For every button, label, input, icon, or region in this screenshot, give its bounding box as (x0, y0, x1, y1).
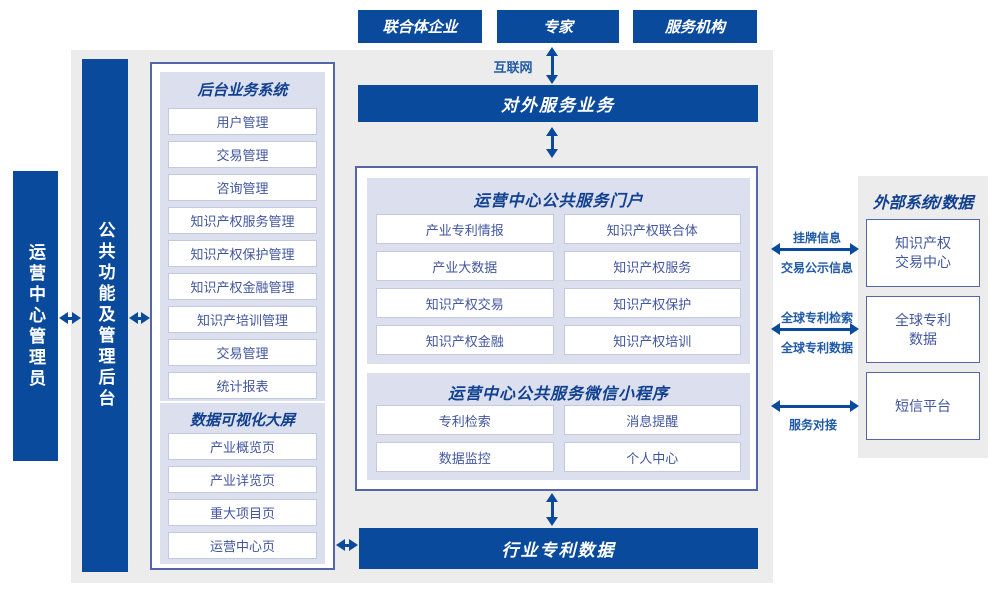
link-label-service-connect: 服务对接 (788, 418, 837, 432)
external-box-sms-platform: 短信平台 (866, 372, 980, 440)
link-label-listing-info: 挂牌信息 (792, 231, 841, 245)
double-arrow-icon (771, 323, 859, 335)
list-item: 知识产权服务 (563, 251, 741, 281)
double-arrow-icon (546, 127, 558, 158)
miniprogram-item-grid: 专利检索 消息提醒 数据监控 个人中心 (376, 405, 741, 472)
industry-patent-label: 行业专利数据 (501, 541, 616, 560)
list-item: 知识产权服务管理 (168, 207, 317, 234)
list-item: 专利检索 (376, 405, 554, 435)
list-item: 知识产权金融管理 (168, 273, 317, 300)
miniprogram-panel-title: 运营中心公共服务微信小程序 (447, 386, 669, 403)
backend-business-panel: 后台业务系统 用户管理 交易管理 咨询管理 知识产权服务管理 知识产权保护管理 … (160, 72, 325, 401)
list-item: 统计报表 (168, 372, 317, 399)
double-arrow-icon (771, 400, 859, 412)
portal-item-grid: 产业专利情报 知识产权联合体 产业大数据 知识产权服务 知识产权交易 知识产权保… (376, 214, 741, 355)
external-panel-title: 外部系统/数据 (872, 195, 974, 212)
link-label-global-patent-search: 全球专利检索 (780, 311, 853, 325)
double-arrow-icon (59, 312, 81, 324)
external-service-bar: 对外服务业务 (358, 85, 758, 122)
list-item: 知识产权保护 (563, 288, 741, 318)
admin-rail-label: 运营中心管理员 (26, 242, 45, 390)
list-item: 产业专利情报 (376, 214, 554, 244)
dashboard-panel-title: 数据可视化大屏 (189, 412, 295, 429)
external-box-line: 全球专利 (895, 311, 951, 328)
external-box-line: 短信平台 (895, 397, 951, 414)
list-item: 交易管理 (168, 141, 317, 168)
list-item: 知识产权联合体 (563, 214, 741, 244)
list-item: 个人中心 (563, 442, 741, 472)
double-arrow-icon (546, 493, 558, 526)
list-item: 产业详览页 (168, 466, 317, 493)
list-item: 用户管理 (168, 108, 317, 135)
list-item: 数据监控 (376, 442, 554, 472)
external-service-label: 对外服务业务 (501, 96, 615, 115)
portal-panel: 运营中心公共服务门户 产业专利情报 知识产权联合体 产业大数据 知识产权服务 知… (367, 178, 750, 364)
admin-rail: 运营中心管理员 (13, 171, 58, 461)
actor-label: 专家 (542, 19, 573, 36)
industry-patent-bar: 行业专利数据 (359, 528, 758, 569)
dashboard-item-list: 产业概览页 产业详览页 重大项目页 运营中心页 (168, 433, 317, 559)
list-item: 知识产权培训 (563, 325, 741, 355)
internet-label: 互联网 (493, 60, 533, 75)
actor-box-expert: 专家 (497, 10, 619, 43)
backend-panel-title: 后台业务系统 (197, 82, 288, 99)
portal-panel-title: 运营中心公共服务门户 (473, 193, 644, 210)
external-systems-panel: 外部系统/数据 知识产权 交易中心 全球专利 数据 短信平台 (858, 176, 988, 458)
link-label-global-patent-data: 全球专利数据 (780, 341, 853, 355)
external-box-line: 数据 (909, 330, 937, 347)
actor-label: 联合体企业 (382, 19, 458, 36)
actor-box-consortium: 联合体企业 (358, 10, 482, 43)
list-item: 交易管理 (168, 339, 317, 366)
list-item: 运营中心页 (168, 532, 317, 559)
double-arrow-icon (771, 243, 859, 255)
miniprogram-panel: 运营中心公共服务微信小程序 专利检索 消息提醒 数据监控 个人中心 (367, 373, 750, 480)
dashboard-panel: 数据可视化大屏 产业概览页 产业详览页 重大项目页 运营中心页 (160, 403, 325, 564)
double-arrow-icon (546, 47, 558, 84)
double-arrow-icon (129, 312, 150, 324)
external-box-ip-trade-center: 知识产权 交易中心 (866, 219, 980, 287)
list-item: 知识产权保护管理 (168, 240, 317, 267)
left-systems-panel: 后台业务系统 用户管理 交易管理 咨询管理 知识产权服务管理 知识产权保护管理 … (150, 62, 335, 570)
external-box-global-patent-data: 全球专利 数据 (866, 296, 980, 363)
list-item: 知识产培训管理 (168, 306, 317, 333)
list-item: 咨询管理 (168, 174, 317, 201)
double-arrow-icon (336, 539, 358, 551)
list-item: 知识产权交易 (376, 288, 554, 318)
list-item: 消息提醒 (563, 405, 741, 435)
list-item: 产业概览页 (168, 433, 317, 460)
backend-rail: 公共功能及管理后台 (82, 59, 128, 572)
center-services-panel: 运营中心公共服务门户 产业专利情报 知识产权联合体 产业大数据 知识产权服务 知… (355, 166, 758, 491)
list-item: 知识产权金融 (376, 325, 554, 355)
external-box-line: 知识产权 (895, 235, 951, 251)
backend-item-list: 用户管理 交易管理 咨询管理 知识产权服务管理 知识产权保护管理 知识产权金融管… (168, 108, 317, 399)
actor-box-service-org: 服务机构 (633, 10, 757, 43)
actor-label: 服务机构 (664, 19, 725, 36)
list-item: 产业大数据 (376, 251, 554, 281)
backend-rail-label: 公共功能及管理后台 (95, 221, 115, 410)
external-box-line: 交易中心 (895, 254, 951, 270)
list-item: 重大项目页 (168, 499, 317, 526)
link-label-trade-publicity: 交易公示信息 (780, 261, 853, 275)
